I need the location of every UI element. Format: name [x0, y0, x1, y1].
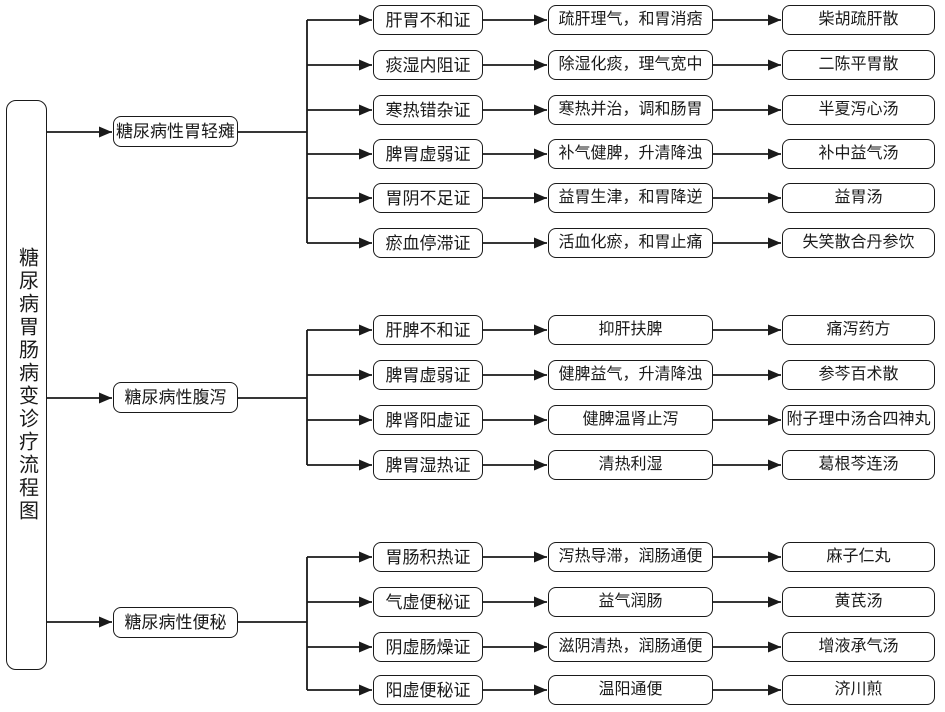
syndrome-node: 胃肠积热证 [373, 542, 483, 572]
formula-node: 参芩百术散 [782, 360, 935, 390]
syndrome-node: 胃阴不足证 [373, 183, 483, 213]
formula-node: 半夏泻心汤 [782, 95, 935, 125]
treatment-node: 抑肝扶脾 [548, 315, 713, 345]
syndrome-node: 痰湿内阻证 [373, 50, 483, 80]
syndrome-node: 肝脾不和证 [373, 315, 483, 345]
treatment-node: 温阳通便 [548, 675, 713, 705]
treatment-node: 寒热并治，调和肠胃 [548, 95, 713, 125]
syndrome-node: 瘀血停滞证 [373, 228, 483, 258]
treatment-node: 健脾温肾止泻 [548, 405, 713, 435]
syndrome-node: 脾胃湿热证 [373, 450, 483, 480]
syndrome-node: 气虚便秘证 [373, 587, 483, 617]
syndrome-node: 脾肾阳虚证 [373, 405, 483, 435]
formula-node: 补中益气汤 [782, 139, 935, 169]
formula-node: 黄芪汤 [782, 587, 935, 617]
treatment-node: 清热利湿 [548, 450, 713, 480]
treatment-node: 除湿化痰，理气宽中 [548, 50, 713, 80]
formula-node: 失笑散合丹参饮 [782, 228, 935, 258]
formula-node: 痛泻药方 [782, 315, 935, 345]
formula-node: 麻子仁丸 [782, 542, 935, 572]
formula-node: 附子理中汤合四神丸 [782, 405, 935, 435]
treatment-node: 补气健脾，升清降浊 [548, 139, 713, 169]
treatment-node: 益气润肠 [548, 587, 713, 617]
branch-node-constipation: 糖尿病性便秘 [113, 607, 238, 638]
formula-node: 增液承气汤 [782, 632, 935, 662]
syndrome-node: 脾胃虚弱证 [373, 360, 483, 390]
formula-node: 益胃汤 [782, 183, 935, 213]
treatment-node: 健脾益气，升清降浊 [548, 360, 713, 390]
formula-node: 柴胡疏肝散 [782, 5, 935, 35]
flowchart-title: 糖尿病胃肠病变诊疗流程图 [15, 247, 38, 523]
syndrome-node: 肝胃不和证 [373, 5, 483, 35]
formula-node: 济川煎 [782, 675, 935, 705]
syndrome-node: 脾胃虚弱证 [373, 139, 483, 169]
treatment-node: 益胃生津，和胃降逆 [548, 183, 713, 213]
syndrome-node: 寒热错杂证 [373, 95, 483, 125]
formula-node: 二陈平胃散 [782, 50, 935, 80]
branch-node-diarrhea: 糖尿病性腹泻 [113, 382, 238, 413]
treatment-node: 滋阴清热，润肠通便 [548, 632, 713, 662]
treatment-node: 活血化瘀，和胃止痛 [548, 228, 713, 258]
syndrome-node: 阴虚肠燥证 [373, 632, 483, 662]
syndrome-node: 阳虚便秘证 [373, 675, 483, 705]
formula-node: 葛根芩连汤 [782, 450, 935, 480]
treatment-node: 泻热导滞，润肠通便 [548, 542, 713, 572]
root-node: 糖尿病胃肠病变诊疗流程图 [6, 100, 47, 670]
branch-node-gastroparesis: 糖尿病性胃轻瘫 [113, 116, 238, 147]
treatment-node: 疏肝理气，和胃消痞 [548, 5, 713, 35]
